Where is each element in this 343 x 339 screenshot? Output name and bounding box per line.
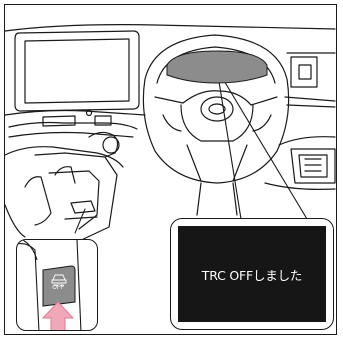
switch-off-label: OFF — [49, 285, 67, 291]
multi-information-display: TRC OFFしました — [178, 226, 326, 322]
meter-highlight — [167, 51, 267, 83]
illustration-frame: TRC OFFしました OFF — [4, 4, 337, 335]
trc-off-message: TRC OFFしました — [202, 265, 302, 284]
center-display — [15, 31, 139, 111]
trc-switch-callout: OFF — [16, 239, 98, 331]
press-arrow-icon — [43, 302, 73, 331]
meter-display-callout: TRC OFFしました — [170, 218, 334, 330]
